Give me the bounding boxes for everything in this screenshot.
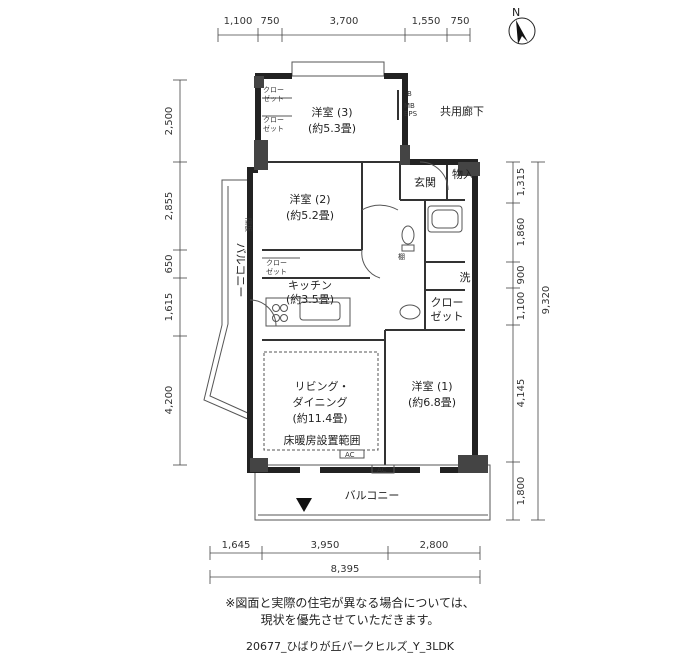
disclaimer-line-1: ※図面と実際の住宅が異なる場合については、 — [225, 596, 475, 610]
balcony-south-label: バルコニー — [345, 489, 400, 502]
floor-heating-label: 床暖房設置範囲 — [284, 433, 361, 447]
dim-top-5: 750 — [450, 16, 469, 27]
dim-left-3: 650 — [164, 254, 175, 273]
ac-label-2: AC — [377, 466, 387, 474]
room-living-name1: リビング・ — [295, 379, 350, 393]
compass-label: N — [512, 6, 520, 19]
closet-entry-l1: クロー — [431, 296, 464, 309]
room-entrance: 玄関 — [414, 175, 436, 189]
room-storage: 物入 — [452, 167, 474, 181]
plan-caption: 20677_ひばりが丘パークヒルズ_Y_3LDK — [245, 640, 455, 653]
dim-left-4: 1,615 — [164, 293, 175, 322]
room-western1-name: 洋室 (1) — [411, 379, 452, 393]
dim-bottom-total: 8,395 — [331, 564, 360, 575]
balconies — [203, 61, 491, 521]
dim-bottom-2: 3,950 — [311, 540, 340, 551]
dim-bottom-3: 2,800 — [420, 540, 449, 551]
dim-right-3: 900 — [516, 265, 527, 284]
closet3a-l1: クロー — [263, 86, 284, 94]
closet3a-l2: ゼット — [263, 94, 284, 103]
shelf-label: 棚 — [398, 252, 405, 261]
room-kitchen-name: キッチン — [288, 279, 332, 292]
room-western1-size: (約6.8畳) — [408, 395, 456, 409]
room-western3-size: (約5.3畳) — [308, 121, 356, 135]
dim-top-4: 1,550 — [412, 16, 441, 27]
room-living-size: (約11.4畳) — [292, 411, 347, 425]
room-living-name2: ダイニング — [293, 395, 348, 409]
room-western2-size: (約5.2畳) — [286, 208, 334, 222]
closet3b-l2: ゼット — [263, 124, 284, 133]
floor-heating-mark-icon — [296, 498, 312, 512]
dim-right-5: 4,145 — [516, 379, 527, 408]
dim-left-2: 2,855 — [164, 192, 175, 221]
dimension-lines — [173, 28, 545, 584]
closet3b-l1: クロー — [263, 116, 284, 124]
structural-columns — [250, 76, 488, 473]
fixtures — [249, 97, 463, 474]
dim-left-5: 4,200 — [164, 386, 175, 415]
dim-right-2: 1,860 — [516, 218, 527, 247]
dim-right-total: 9,320 — [541, 286, 552, 315]
room-western3-name: 洋室 (3) — [311, 105, 352, 119]
room-western2-name: 洋室 (2) — [289, 192, 330, 206]
closet2-l1: クロー — [266, 259, 287, 267]
disclaimer-line-2: 現状を優先させていただきます。 — [260, 613, 440, 627]
dim-right-6: 1,800 — [516, 477, 527, 506]
dim-top-3: 3,700 — [330, 16, 359, 27]
corridor-label: 共用廊下 — [440, 104, 484, 118]
dim-top-2: 750 — [260, 16, 279, 27]
b-label: B — [407, 90, 412, 98]
dim-right-1: 1,315 — [516, 168, 527, 197]
dim-top-1: 1,100 — [224, 16, 253, 27]
room-kitchen-size: (約3.5畳) — [286, 292, 334, 306]
mb-eps-l2: EPS — [404, 110, 418, 118]
ac-label-1: AC — [345, 451, 355, 459]
closet2-l2: ゼット — [266, 267, 287, 276]
closet-entry-l2: ゼット — [431, 310, 464, 323]
partition-label: 隔板 — [244, 218, 253, 232]
dim-left-1: 2,500 — [164, 107, 175, 136]
dim-bottom-1: 1,645 — [222, 540, 251, 551]
balcony-west-label: バルコニー — [234, 243, 247, 298]
dim-right-4: 1,100 — [516, 292, 527, 321]
compass-icon: N — [508, 6, 536, 45]
interior-walls — [262, 90, 465, 465]
room-washer: 洗 — [460, 271, 471, 284]
mb-eps-l1: MB — [404, 102, 415, 110]
